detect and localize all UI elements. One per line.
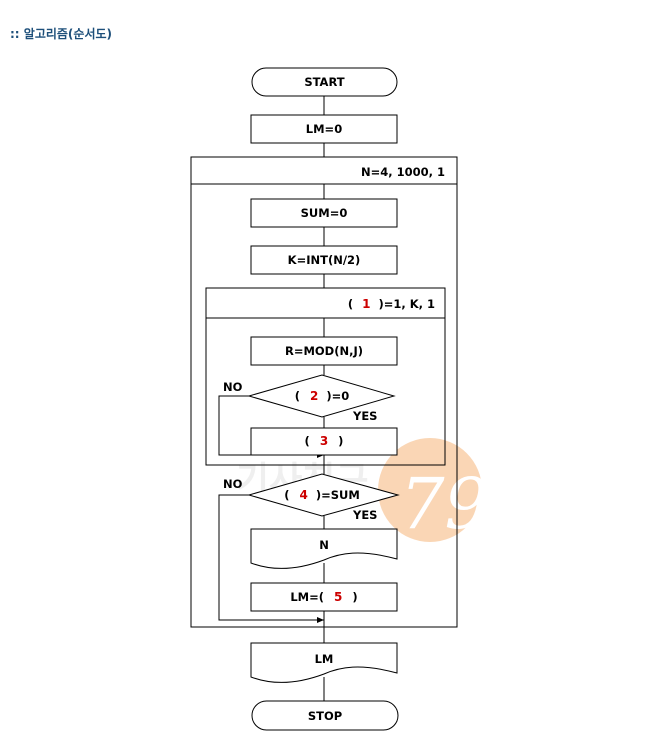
start-terminal xyxy=(251,67,398,97)
process-3-label: (3) xyxy=(305,434,344,448)
decision-1 xyxy=(247,374,396,418)
blank-4: 4 xyxy=(299,488,307,502)
inner-loop-frame xyxy=(205,287,446,466)
outer-loop-frame xyxy=(190,156,458,628)
k-calc-label: K=INT(N/2) xyxy=(288,253,361,267)
k-calc-box xyxy=(250,245,398,275)
stop-terminal xyxy=(251,700,399,731)
mod-calc-label: R=MOD(N,J) xyxy=(285,344,363,358)
blank-2: 2 xyxy=(310,389,318,403)
stop-label: STOP xyxy=(308,709,342,723)
watermark-number: 79 xyxy=(400,463,489,545)
decision-1-yes: YES xyxy=(352,409,377,423)
mod-calc-box xyxy=(250,336,398,366)
sum-init-label: SUM=0 xyxy=(301,206,348,220)
start-label: START xyxy=(304,75,344,89)
output-n-label: N xyxy=(319,538,329,552)
output-lm-document xyxy=(250,642,398,683)
blank-3: 3 xyxy=(320,434,328,448)
decision-1-no: NO xyxy=(223,380,243,394)
outer-loop-label: N=4, 1000, 1 xyxy=(361,165,445,179)
blank-5: 5 xyxy=(334,590,342,604)
sum-init-box xyxy=(250,198,398,228)
decision-2-yes: YES xyxy=(352,508,377,522)
decision-2-no: NO xyxy=(223,477,243,491)
decision-1-label: (2)=0 xyxy=(295,389,350,403)
lm-init-box xyxy=(250,114,398,144)
decision-2-label: (4)=SUM xyxy=(284,488,360,502)
section-title: :: 알고리즘(순서도) xyxy=(10,27,113,41)
inner-loop-label: (1)=1, K, 1 xyxy=(348,297,435,311)
watermark-circle xyxy=(378,438,482,542)
blank-1: 1 xyxy=(362,297,370,311)
output-lm-label: LM xyxy=(315,652,334,666)
assign-5-box xyxy=(250,582,398,612)
lm-init-label: LM=0 xyxy=(306,122,342,136)
output-n-document xyxy=(250,528,398,569)
process-3-box xyxy=(250,427,398,456)
assign-5-label: LM=(5) xyxy=(290,590,357,604)
decision-2 xyxy=(247,473,400,517)
